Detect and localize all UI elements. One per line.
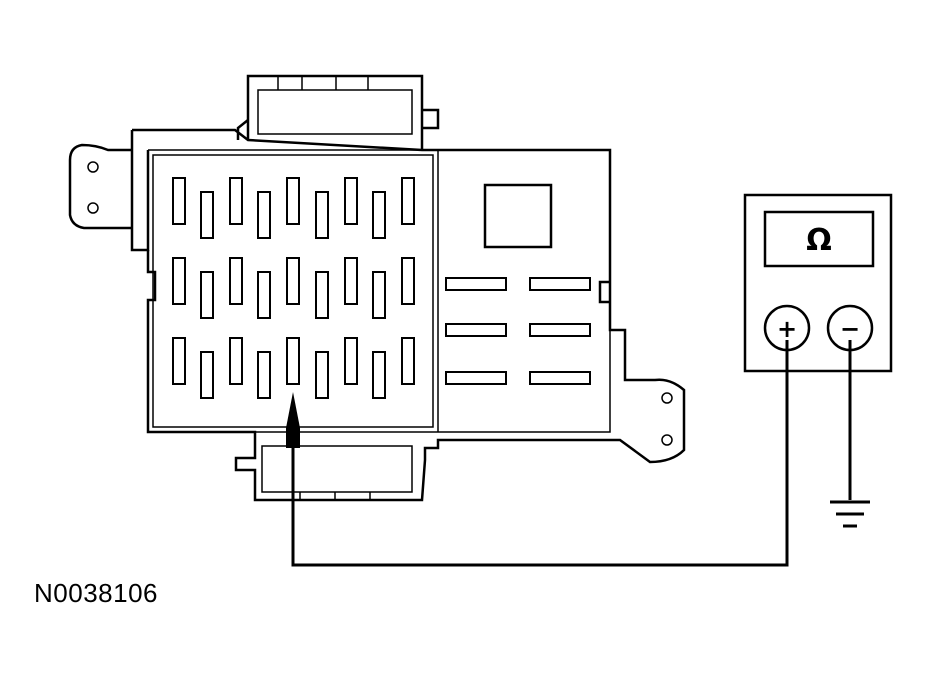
pin-slot-9 bbox=[401, 177, 415, 225]
meter-negative-terminal bbox=[826, 304, 874, 352]
terminal-h-3 bbox=[445, 323, 507, 337]
pin-slot-13 bbox=[257, 271, 271, 319]
pin-slot-14 bbox=[286, 257, 300, 305]
top-connector-window bbox=[257, 89, 413, 135]
meter-display-symbol: Ω bbox=[806, 223, 832, 258]
pin-slot-24 bbox=[315, 351, 329, 399]
ground-symbol bbox=[830, 500, 870, 528]
left-flange bbox=[130, 130, 150, 252]
figure-id-label: N0038106 bbox=[34, 578, 158, 608]
pin-slot-19 bbox=[172, 337, 186, 385]
pin-slot-26 bbox=[372, 351, 386, 399]
module-inner-edge bbox=[148, 149, 439, 432]
top-connector-ribs bbox=[277, 76, 369, 90]
pin-slot-7 bbox=[344, 177, 358, 225]
right-side-notch bbox=[598, 280, 610, 304]
terminal-h-5 bbox=[445, 371, 507, 385]
top-connector-latch bbox=[422, 108, 440, 130]
connector-face-outline bbox=[152, 154, 434, 428]
pin-slot-22 bbox=[257, 351, 271, 399]
pin-slot-25 bbox=[344, 337, 358, 385]
terminal-h-4 bbox=[529, 323, 591, 337]
meter-display bbox=[763, 210, 875, 268]
pin-slot-6 bbox=[315, 191, 329, 239]
horizontal-terminals bbox=[445, 277, 591, 385]
right-ear-hole-top bbox=[661, 392, 673, 404]
module-main-body bbox=[132, 128, 686, 502]
ohmmeter: Ω + − bbox=[743, 193, 893, 373]
bottom-connector-ribs bbox=[299, 492, 371, 500]
pin-slot-18 bbox=[401, 257, 415, 305]
pin-slot-8 bbox=[372, 191, 386, 239]
electronic-module bbox=[68, 74, 686, 502]
pin-slot-20 bbox=[200, 351, 214, 399]
probe-tip bbox=[286, 392, 300, 448]
test-probe bbox=[286, 392, 300, 448]
left-mounting-ear bbox=[68, 143, 132, 230]
meter-body bbox=[743, 193, 893, 373]
left-ear-hole-bottom bbox=[87, 202, 99, 214]
pin-slot-16 bbox=[344, 257, 358, 305]
pin-slot-10 bbox=[172, 257, 186, 305]
left-ear-hole-top bbox=[87, 161, 99, 173]
top-connector-shell bbox=[246, 74, 424, 150]
terminal-h-1 bbox=[445, 277, 507, 291]
right-ear-hole-bottom bbox=[661, 434, 673, 446]
module-chip bbox=[483, 183, 553, 249]
pin-slot-15 bbox=[315, 271, 329, 319]
meter-positive-terminal bbox=[763, 304, 811, 352]
pin-slot-1 bbox=[172, 177, 186, 225]
positive-terminal-symbol: + bbox=[777, 315, 797, 343]
top-connector-tab bbox=[236, 119, 249, 140]
pin-slot-11 bbox=[200, 271, 214, 319]
pin-slot-12 bbox=[229, 257, 243, 305]
probe-lead-wire bbox=[291, 340, 789, 567]
pin-slot-4 bbox=[257, 191, 271, 239]
bottom-connector-window bbox=[261, 445, 413, 493]
terminal-h-2 bbox=[529, 277, 591, 291]
connector-pin-slots bbox=[172, 177, 415, 399]
terminal-h-6 bbox=[529, 371, 591, 385]
module-inner-bottom-edge bbox=[255, 330, 611, 433]
pin-slot-21 bbox=[229, 337, 243, 385]
pin-slot-27 bbox=[401, 337, 415, 385]
pin-slot-2 bbox=[200, 191, 214, 239]
pin-slot-5 bbox=[286, 177, 300, 225]
pin-slot-23 bbox=[286, 337, 300, 385]
negative-terminal-symbol: − bbox=[840, 315, 860, 343]
pin-slot-3 bbox=[229, 177, 243, 225]
pin-slot-17 bbox=[372, 271, 386, 319]
